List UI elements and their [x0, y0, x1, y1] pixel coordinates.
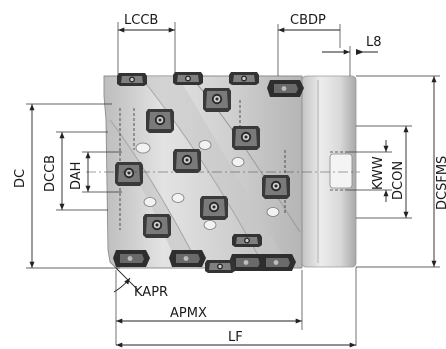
insert-5	[115, 162, 143, 186]
keyway	[329, 153, 353, 189]
label-lf: LF	[228, 330, 243, 345]
insert-9	[232, 234, 262, 247]
dimension-dcon: DCON	[356, 125, 412, 219]
label-dccb: DCCB	[43, 155, 58, 192]
dimension-dah: DAH	[69, 151, 122, 193]
insert-13	[259, 254, 296, 271]
label-lccb: LCCB	[124, 13, 158, 28]
insert-3	[232, 126, 260, 150]
label-dc: DC	[13, 169, 28, 188]
label-dcsfms: DCSFMS	[435, 156, 446, 210]
insert-top-2	[173, 72, 203, 85]
dimension-dccb: DCCB	[43, 131, 108, 211]
insert-6	[262, 175, 290, 199]
insert-top-3	[229, 72, 259, 85]
label-apmx: APMX	[170, 306, 207, 321]
label-l8: L8	[366, 35, 382, 50]
insert-7	[200, 196, 228, 220]
insert-11	[169, 250, 206, 267]
dimension-lf: LF	[116, 267, 357, 348]
label-kapr: KAPR	[134, 285, 168, 300]
label-dah: DAH	[69, 162, 84, 190]
dimension-cbdp: CBDP	[277, 13, 341, 76]
label-dcon: DCON	[391, 161, 406, 200]
insert-top-4	[267, 80, 304, 97]
insert-1	[203, 88, 231, 112]
insert-2	[146, 109, 174, 133]
dimension-kapr: KAPR	[113, 267, 168, 300]
label-cbdp: CBDP	[290, 13, 326, 28]
dimension-apmx: APMX	[115, 270, 303, 345]
dimension-dcsfms: DCSFMS	[356, 75, 446, 268]
label-kww: KWW	[371, 156, 386, 190]
dimension-kww: KWW	[346, 140, 392, 202]
insert-top-1	[117, 73, 147, 86]
dimension-lccb: LCCB	[117, 13, 176, 80]
insert-10	[113, 250, 150, 267]
dimension-dc: DC	[13, 103, 120, 269]
insert-4	[173, 149, 201, 173]
dimension-l8: L8	[322, 35, 382, 76]
insert-8	[143, 214, 171, 238]
insert-14	[205, 260, 235, 273]
